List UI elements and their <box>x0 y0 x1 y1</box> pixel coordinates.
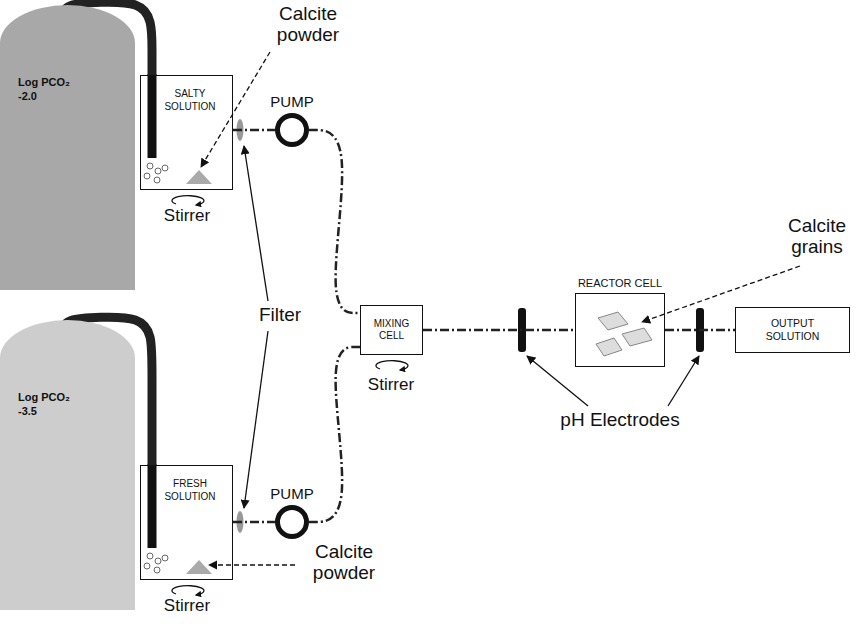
calcite-grains <box>596 312 652 356</box>
calcite-grain <box>622 328 652 346</box>
mixing-cell: MIXING CELL <box>360 305 423 355</box>
bubble <box>162 165 168 171</box>
bubble <box>144 563 150 569</box>
part-heading: PUMP <box>270 93 313 110</box>
calcite-powder-pile <box>186 560 212 574</box>
callout-label: Calcite powder <box>262 4 354 46</box>
flow-line <box>423 329 575 332</box>
pump-symbol: PUMP <box>275 505 309 539</box>
stirrer-symbol <box>376 361 408 370</box>
bubble <box>147 163 153 169</box>
flow-line <box>233 129 275 132</box>
callout-label: Calcite grains <box>780 216 854 258</box>
solution-vessel: SALTY SOLUTION <box>140 75 233 190</box>
node-label: OUTPUT SOLUTION <box>760 317 826 343</box>
bubble <box>155 168 161 174</box>
calcite-powder-pile <box>186 170 212 184</box>
cylinder-body <box>0 5 135 290</box>
cylinder-body <box>0 320 135 610</box>
flow-line <box>233 521 275 524</box>
flow-line <box>309 347 360 522</box>
calcite-grain <box>598 312 628 330</box>
cylinder-outline <box>0 320 135 610</box>
solution-vessel: FRESH SOLUTION <box>140 465 233 580</box>
stirrer-label: Stirrer <box>356 376 426 395</box>
gas-hose <box>148 74 157 158</box>
node-label: SALTY SOLUTION <box>160 88 220 113</box>
callout-label: pH Electrodes <box>545 410 695 431</box>
stirrer-label: Stirrer <box>152 207 222 226</box>
node-label: FRESH SOLUTION <box>160 478 220 503</box>
part-heading: REACTOR CELL <box>578 277 662 289</box>
bubble <box>147 553 153 559</box>
flow-line <box>309 130 360 313</box>
leader-arrow <box>527 356 588 406</box>
leader-arrow <box>209 564 295 565</box>
callout-label: Filter <box>250 305 310 326</box>
node-label: Log PCO₂ -3.5 <box>18 390 82 419</box>
reactor-cell: REACTOR CELL <box>575 293 665 367</box>
stirrer-label: Stirrer <box>152 597 222 616</box>
bubble <box>155 558 161 564</box>
bubble <box>154 177 160 183</box>
leader-arrow <box>244 146 268 301</box>
pump-symbol: PUMP <box>275 113 309 147</box>
calcite-grain <box>596 338 622 356</box>
stirrer-symbol <box>172 586 204 595</box>
bubble <box>154 567 160 573</box>
cylinder-outline <box>0 5 135 290</box>
node-label: MIXING CELL <box>368 318 416 343</box>
flow-line <box>665 329 735 332</box>
leader-arrow <box>642 266 800 322</box>
stirrer-symbol <box>172 196 204 205</box>
leader-arrow <box>668 356 699 406</box>
leader-arrow <box>244 331 268 508</box>
output-vessel: OUTPUT SOLUTION <box>735 307 850 353</box>
gas-cylinder: Log PCO₂ -2.0 <box>0 5 135 290</box>
callout-label: Calcite powder <box>298 542 390 584</box>
gas-hose <box>148 464 157 548</box>
gas-cylinder: Log PCO₂ -3.5 <box>0 320 135 610</box>
node-label: Log PCO₂ -2.0 <box>18 75 82 104</box>
part-heading: PUMP <box>270 485 313 502</box>
bubble <box>144 173 150 179</box>
bubble <box>162 555 168 561</box>
